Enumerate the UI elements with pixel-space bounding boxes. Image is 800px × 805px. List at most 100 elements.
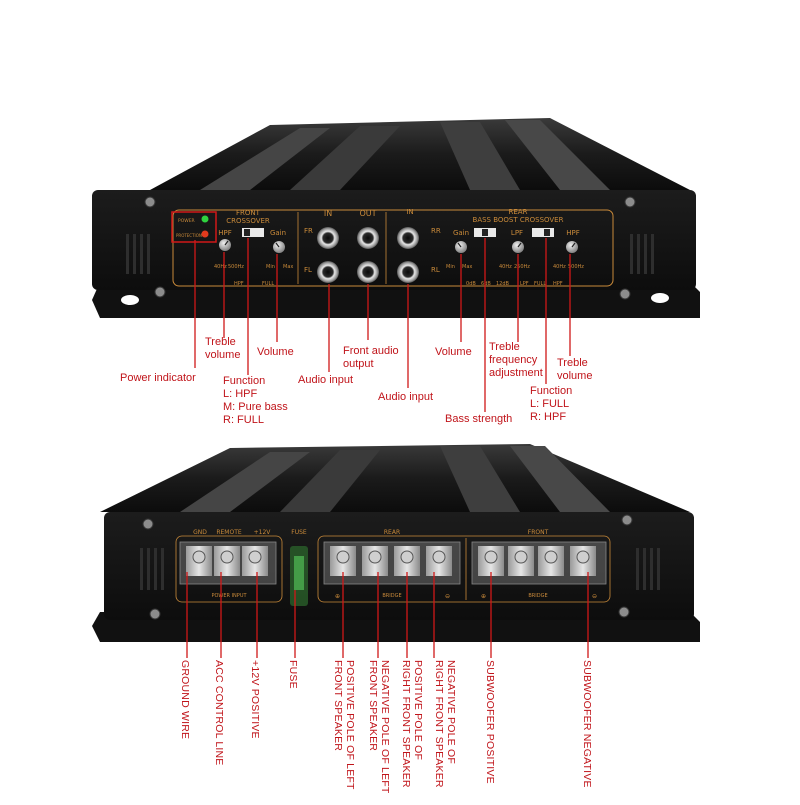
power-indicator-highlight bbox=[171, 211, 217, 243]
rear-minus-symbol: ⊖ bbox=[445, 593, 450, 600]
bottom-amp-vents-right bbox=[636, 548, 660, 590]
bottom-amplifier: GND REMOTE +12V FUSE REAR FRONT POWER IN… bbox=[92, 444, 700, 642]
label-line: volume bbox=[205, 349, 241, 361]
plus12-label: +12V bbox=[254, 529, 272, 536]
rca-out-fr[interactable] bbox=[357, 227, 379, 249]
label-line: Treble bbox=[489, 341, 520, 353]
speaker-outputs-outline bbox=[317, 535, 611, 603]
function-left-label: Function L: HPF M: Pure bass R: FULL bbox=[223, 375, 288, 427]
label-line: Treble bbox=[205, 336, 236, 348]
label-line: volume bbox=[557, 370, 593, 382]
power-terminals bbox=[179, 541, 277, 585]
front-minus-symbol: ⊖ bbox=[592, 593, 597, 600]
rca-in-rl[interactable] bbox=[397, 261, 419, 283]
fuse-label-panel: FUSE bbox=[291, 529, 307, 536]
front-header: FRONT bbox=[236, 209, 261, 217]
rear-plus-symbol: ⊕ bbox=[335, 593, 340, 600]
label-line: R: FULL bbox=[223, 414, 264, 426]
label-line: Function bbox=[530, 385, 573, 397]
function-right-label: Function L: FULL R: HPF bbox=[530, 385, 572, 424]
front-speaker-terminals bbox=[471, 541, 607, 585]
label-line: L: FULL bbox=[530, 398, 570, 410]
protection-led bbox=[201, 230, 209, 238]
switch-left-full: FULL bbox=[262, 281, 274, 287]
hpf-right-label: HPF bbox=[566, 229, 580, 237]
treble-frequency-adjustment-label: Treble frequency adjustment bbox=[489, 341, 543, 380]
power-led bbox=[201, 215, 209, 223]
bridge-front-label: BRIDGE bbox=[528, 593, 547, 599]
switch-right-hpf: HPF bbox=[553, 281, 563, 287]
volume-left-label: Volume bbox=[257, 346, 294, 358]
label-line: R: HPF bbox=[530, 411, 567, 423]
rl-label: RL bbox=[431, 266, 440, 274]
switch-right-full: FULL bbox=[534, 281, 546, 287]
freq-left-min: 40Hz bbox=[214, 264, 227, 270]
top-amp-fin bbox=[200, 128, 330, 190]
bridge-rear-label: BRIDGE bbox=[382, 593, 401, 599]
negative-right-front-label: NEGATIVE POLE OF RIGHT FRONT SPEAKER bbox=[433, 660, 457, 788]
protection-led-label: PROTECTION bbox=[176, 233, 202, 238]
top-amp-flange bbox=[92, 282, 700, 318]
fuse[interactable] bbox=[290, 546, 308, 606]
function-switch-left[interactable] bbox=[242, 228, 264, 237]
front-label-panel: FRONT bbox=[528, 529, 549, 536]
bottom-leader-lines bbox=[186, 572, 589, 658]
hpf-right-min: 40Hz bbox=[553, 264, 566, 270]
audio-input-right-label: Audio input bbox=[378, 391, 434, 403]
plus12-positive-label: +12V POSITIVE bbox=[249, 660, 261, 739]
gain-left-min: Min bbox=[266, 264, 275, 270]
freq-left-max: 500Hz bbox=[228, 264, 244, 270]
top-amp-face bbox=[92, 190, 696, 290]
bass-strength-label: Bass strength bbox=[445, 413, 513, 425]
bass-boost-crossover-header: BASS BOOST CROSSOVER bbox=[473, 216, 564, 224]
label-line: Function bbox=[223, 375, 266, 387]
treble-volume-left-label: Treble volume bbox=[205, 336, 240, 362]
rear-in-header: IN bbox=[406, 208, 413, 216]
gain-right-label: Gain bbox=[453, 229, 469, 237]
power-input-outline bbox=[175, 535, 283, 603]
crossover-header: CROSSOVER bbox=[226, 217, 270, 225]
bottom-amp-heatsink bbox=[100, 444, 690, 512]
subwoofer-positive-label: SUBWOOFER POSITIVE bbox=[484, 660, 496, 784]
rear-speaker-terminals bbox=[323, 541, 461, 585]
subwoofer-negative-label: SUBWOOFER NEGATIVE bbox=[581, 660, 593, 788]
rca-in-rr[interactable] bbox=[397, 227, 419, 249]
label-line: frequency bbox=[489, 354, 538, 366]
fr-label: FR bbox=[304, 227, 313, 235]
boost-6db: 6dB bbox=[481, 281, 491, 287]
out-header: OUT bbox=[359, 209, 376, 218]
rr-label: RR bbox=[431, 227, 441, 235]
lpf-label: LPF bbox=[511, 229, 523, 237]
top-amp-vents-right bbox=[630, 234, 654, 274]
acc-control-line-label: ACC CONTROL LINE bbox=[213, 660, 225, 766]
top-amp-mount-hole-right bbox=[651, 293, 669, 303]
bottom-amp-vents-left bbox=[140, 548, 164, 590]
gain-right-max: Max bbox=[462, 264, 472, 270]
switch-left-hpf: HPF bbox=[234, 281, 244, 287]
rca-in-fr[interactable] bbox=[317, 227, 339, 249]
lpf-max: 250Hz bbox=[514, 264, 530, 270]
top-amp-fin bbox=[290, 126, 400, 190]
label-line: output bbox=[343, 358, 374, 370]
negative-left-front-label: NEGATIVE POLE OF LEFT FRONT SPEAKER bbox=[367, 660, 391, 794]
label-line: Treble bbox=[557, 357, 588, 369]
boost-0db: 0dB bbox=[466, 281, 476, 287]
front-audio-output-label: Front audio output bbox=[343, 345, 399, 371]
switch-right-lpf: LPF bbox=[520, 281, 529, 287]
function-switch-right[interactable] bbox=[532, 228, 554, 237]
power-led-label: POWER bbox=[178, 218, 195, 224]
top-amp-screws bbox=[144, 196, 636, 300]
remote-label: REMOTE bbox=[216, 529, 242, 536]
rca-in-fl[interactable] bbox=[317, 261, 339, 283]
audio-input-left-label: Audio input bbox=[298, 374, 354, 386]
power-input-label: POWER INPUT bbox=[211, 593, 247, 599]
top-amp-panel-outline bbox=[172, 209, 614, 287]
rca-out-fl[interactable] bbox=[357, 261, 379, 283]
fuse-label: FUSE bbox=[287, 660, 299, 689]
top-amp-mount-hole-left bbox=[121, 295, 139, 305]
gain-left-label: Gain bbox=[270, 229, 286, 237]
top-amp-vents-left bbox=[126, 234, 150, 274]
positive-left-front-label: POSITIVE POLE OF LEFT FRONT SPEAKER bbox=[332, 660, 356, 790]
